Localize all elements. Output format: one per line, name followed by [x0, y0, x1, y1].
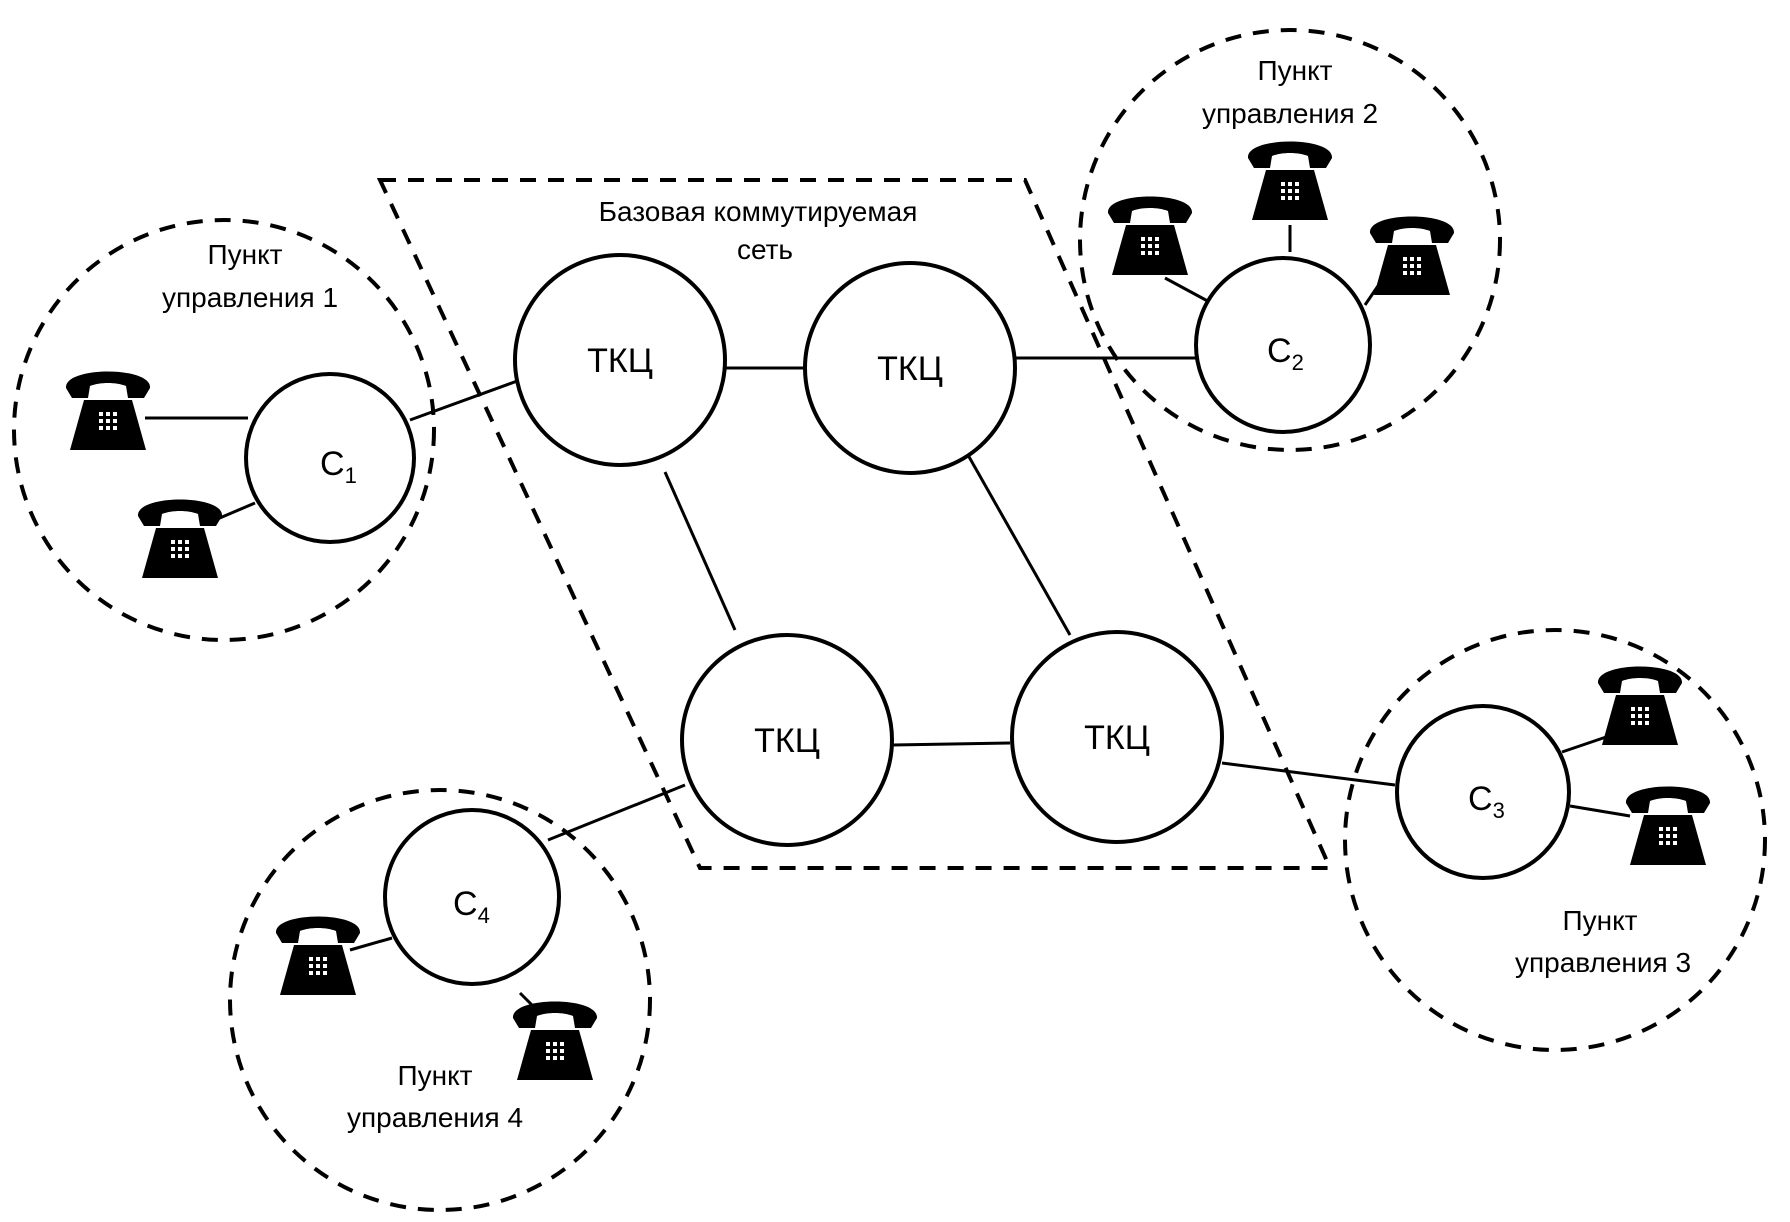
control-point-3-line2: управления 3 — [1515, 947, 1691, 978]
link-tkc1-tkc3 — [663, 471, 737, 631]
control-point-3-line1: Пункт — [1563, 905, 1638, 936]
telephone-icon — [275, 916, 361, 995]
control-point-1-line1: Пункт — [208, 239, 283, 270]
station-letter: C — [453, 885, 478, 923]
station-c4: C4 — [383, 808, 561, 986]
control-point-2-line1: Пункт — [1258, 55, 1333, 86]
telephone-icon — [137, 499, 223, 578]
telephone-icon — [1107, 196, 1193, 275]
base-network-boundary — [376, 178, 1334, 870]
tkc-node-3: ТКЦ — [680, 633, 894, 847]
control-point-2-boundary — [1078, 28, 1502, 452]
station-letter: C — [1267, 332, 1292, 370]
control-point-3-boundary — [1343, 628, 1767, 1052]
phone-link — [1569, 804, 1631, 818]
link-tkc3-tkc4 — [892, 741, 1011, 747]
phone-link — [349, 936, 393, 952]
svg-text:C2: C2 — [1267, 332, 1304, 375]
svg-text:C4: C4 — [453, 885, 490, 928]
tkc-node-4: ТКЦ — [1010, 630, 1224, 844]
links — [145, 225, 1631, 1015]
telephone-icon — [1247, 141, 1333, 220]
telephone-icon — [1597, 666, 1683, 745]
station-c1: C1 — [244, 372, 416, 544]
tkc-label: ТКЦ — [877, 350, 943, 388]
tkc-label: ТКЦ — [587, 342, 653, 380]
network-title-line2: сеть — [737, 234, 793, 265]
tkc-node-1: ТКЦ — [513, 253, 727, 467]
control-point-1-boundary — [12, 218, 436, 642]
telephone-icon — [65, 371, 151, 450]
tkc-label: ТКЦ — [1084, 719, 1150, 757]
link-tkc4-c3 — [1221, 761, 1396, 787]
station-subscript: 1 — [345, 463, 357, 488]
station-letter: C — [1468, 780, 1493, 818]
telephone-icon — [1369, 216, 1455, 295]
phone-link — [1561, 733, 1613, 754]
station-subscript: 2 — [1292, 350, 1304, 375]
network-title-line1: Базовая коммутируемая — [599, 196, 918, 227]
station-letter: C — [320, 445, 345, 483]
control-point-1-line2: управления 1 — [162, 282, 338, 313]
telephone-icon — [512, 1001, 598, 1080]
station-c3: C3 — [1395, 704, 1571, 880]
station-subscript: 3 — [1493, 798, 1505, 823]
link-c4-tkc3 — [547, 783, 686, 842]
phone-link — [214, 501, 256, 522]
control-point-4-line2: управления 4 — [347, 1102, 523, 1133]
control-point-4-boundary — [228, 788, 652, 1212]
station-c2: C2 — [1194, 256, 1372, 434]
link-tkc2-tkc4 — [966, 454, 1072, 636]
svg-text:C3: C3 — [1468, 780, 1505, 823]
station-subscript: 4 — [478, 903, 490, 928]
svg-text:C1: C1 — [320, 445, 357, 488]
tkc-label: ТКЦ — [754, 722, 820, 760]
control-point-2-line2: управления 2 — [1202, 98, 1378, 129]
control-point-4-line1: Пункт — [398, 1060, 473, 1091]
telephone-icon — [1625, 786, 1711, 865]
tkc-node-2: ТКЦ — [803, 261, 1017, 475]
link-c1-tkc1 — [409, 378, 521, 422]
